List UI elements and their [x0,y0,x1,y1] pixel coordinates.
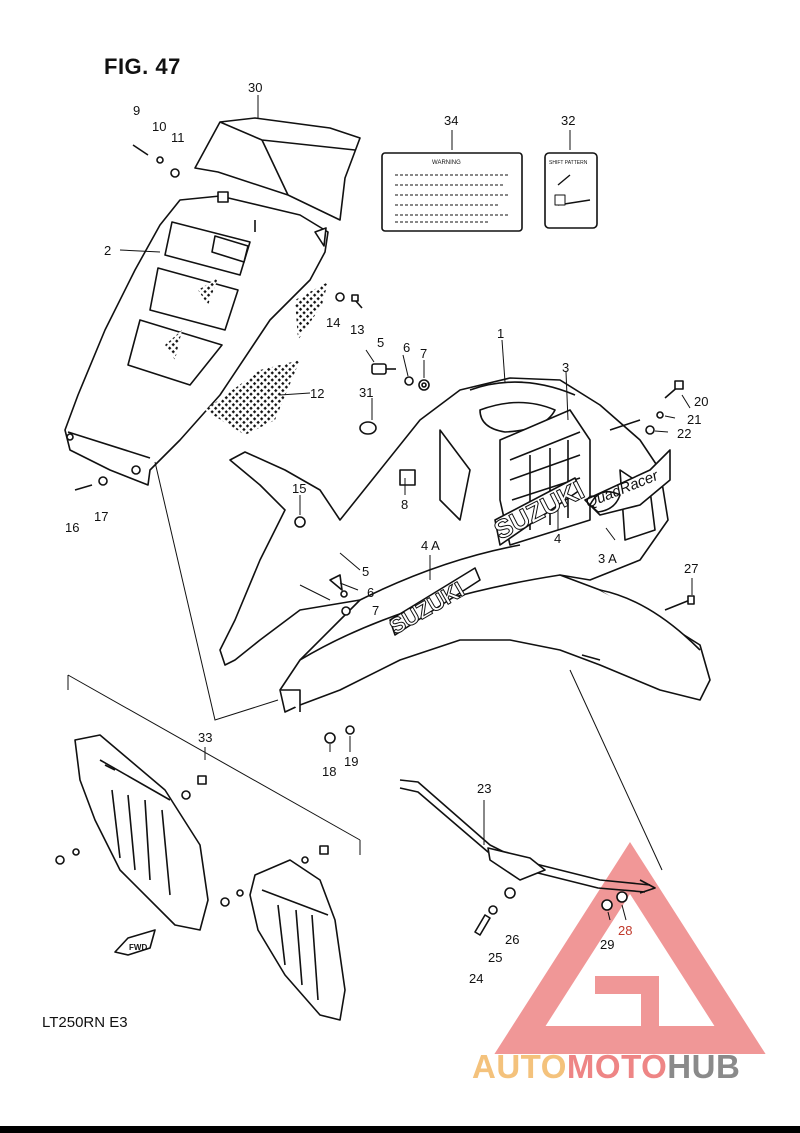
part-12-mesh-strip [295,282,328,340]
part-4a-decal [389,567,481,636]
part-12-mesh [205,360,300,435]
callout-10: 10 [152,119,166,134]
callout-19: 19 [344,754,358,769]
callout-3a: 3 A [598,551,617,566]
figure-title: FIG. 47 [104,54,181,79]
part-3a-decal [584,449,671,516]
callout-5-mid: 5 [362,564,369,579]
callout-1: 1 [497,326,504,341]
callout-12: 12 [310,386,324,401]
callout-23: 23 [477,781,491,796]
model-code: LT250RN E3 [42,1014,128,1031]
callout-22: 22 [677,426,691,441]
callout-18: 18 [322,764,336,779]
part-1-front-fender [219,377,711,713]
callout-25: 25 [488,950,502,965]
part-33-mudflap-right [249,859,346,1021]
fwd-label: FWD [129,943,147,952]
callout-31: 31 [359,385,373,400]
callout-17: 17 [94,509,108,524]
callout-21: 21 [687,412,701,427]
callout-26: 26 [505,932,519,947]
watermark-auto: AUTO [472,1048,567,1085]
callout-33: 33 [198,730,212,745]
callout-16: 16 [65,520,79,535]
part-23-stay [399,779,656,894]
callouts: 1 2 3 3 A 4 4 A 5 5 6 6 7 7 8 9 10 11 12… [65,80,708,986]
part-30-cover [194,117,361,221]
watermark-text: AUTOMOTOHUB [472,1048,740,1086]
callout-27: 27 [684,561,698,576]
callout-6-mid: 6 [367,585,374,600]
callout-30: 30 [248,80,262,95]
fwd-arrow-icon [114,929,156,956]
callout-3: 3 [562,360,569,375]
callout-4a: 4 A [421,538,440,553]
bottom-frame [0,1126,800,1133]
callout-9: 9 [133,103,140,118]
callout-28: 28 [618,923,632,938]
callout-6-top: 6 [403,340,410,355]
callout-5-top: 5 [377,335,384,350]
callout-7-mid: 7 [372,603,379,618]
part-33-mudflap-left [74,734,209,931]
callout-7-top: 7 [420,346,427,361]
part-4-decal [494,477,581,546]
callout-20: 20 [694,394,708,409]
callout-14: 14 [326,315,340,330]
watermark-hub: HUB [667,1048,741,1085]
part-2-front-panel [64,195,329,486]
leader-lines [67,95,693,921]
watermark-logo [494,842,766,1054]
callout-29: 29 [600,937,614,952]
callout-13: 13 [350,322,364,337]
callout-24: 24 [469,971,483,986]
watermark-moto: MOTO [566,1048,668,1085]
callout-11: 11 [171,130,185,145]
part-34-warning-label [381,152,523,232]
callout-15: 15 [292,481,306,496]
callout-34: 34 [444,113,458,128]
callout-4: 4 [554,531,561,546]
callout-8: 8 [401,497,408,512]
warning-label-text: WARNING [432,160,461,166]
part-32-shift-label [544,152,598,229]
callout-32: 32 [561,113,575,128]
callout-2: 2 [104,243,111,258]
fasteners [55,144,695,936]
shift-label-text: SHIFT PATTERN [549,160,588,166]
